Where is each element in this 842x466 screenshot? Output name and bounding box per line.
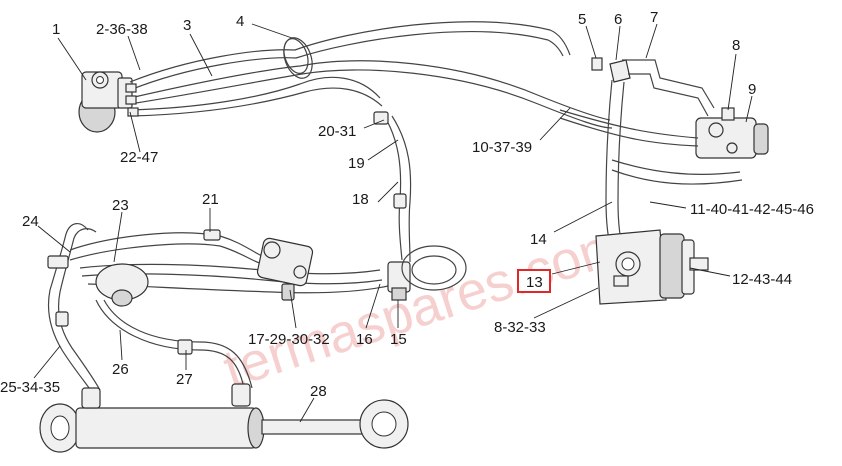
label-2-36-38: 2-36-38 (96, 21, 148, 38)
valve-17 (256, 237, 314, 301)
label-14: 14 (530, 231, 547, 248)
label-17-29-30-32: 17-29-30-32 (248, 331, 330, 348)
tank-cylinder-body (95, 263, 149, 307)
label-3: 3 (183, 17, 191, 34)
label-4: 4 (236, 13, 244, 30)
label-7: 7 (650, 9, 658, 26)
label-8-32-33: 8-32-33 (494, 319, 546, 336)
label-20-31: 20-31 (318, 123, 356, 140)
label-19: 19 (348, 155, 365, 172)
label-16: 16 (356, 331, 373, 348)
label-6: 6 (614, 11, 622, 28)
valve-assembly-9 (695, 107, 769, 159)
label-26: 26 (112, 361, 129, 378)
block-15-16 (387, 245, 467, 301)
label-28: 28 (310, 383, 327, 400)
steering-unit-part (78, 71, 133, 133)
hoses-10-11 (559, 109, 743, 185)
fittings-22-47 (125, 83, 139, 117)
label-11-40-41-42-45-46: 11-40-41-42-45-46 (690, 201, 814, 218)
label-27: 27 (176, 371, 193, 388)
pipe-7 (622, 59, 715, 117)
label-9: 9 (748, 81, 756, 98)
hose-26-27 (95, 299, 253, 389)
label-13: 13 (526, 274, 543, 291)
label-15: 15 (390, 331, 407, 348)
label-25-34-35: 25-34-35 (0, 379, 60, 396)
label-12-43-44: 12-43-44 (732, 271, 792, 288)
label-24: 24 (22, 213, 39, 230)
hydraulic-pump-13 (595, 229, 709, 305)
label-18: 18 (352, 191, 369, 208)
label-13-selected[interactable]: 13 (517, 269, 551, 293)
upper-hose-bundle (129, 21, 613, 129)
pipe-24 (47, 223, 101, 393)
label-1: 1 (52, 21, 60, 38)
label-8: 8 (732, 37, 740, 54)
label-21: 21 (202, 191, 219, 208)
label-10-37-39: 10-37-39 (472, 139, 532, 156)
label-22-47: 22-47 (120, 149, 158, 166)
label-23: 23 (112, 197, 129, 214)
leader-lines (33, 23, 753, 423)
fitting-5-6 (591, 57, 631, 83)
hydraulic-cylinder-28 (39, 383, 409, 453)
hose-18-19 (373, 111, 412, 263)
label-5: 5 (578, 11, 586, 28)
